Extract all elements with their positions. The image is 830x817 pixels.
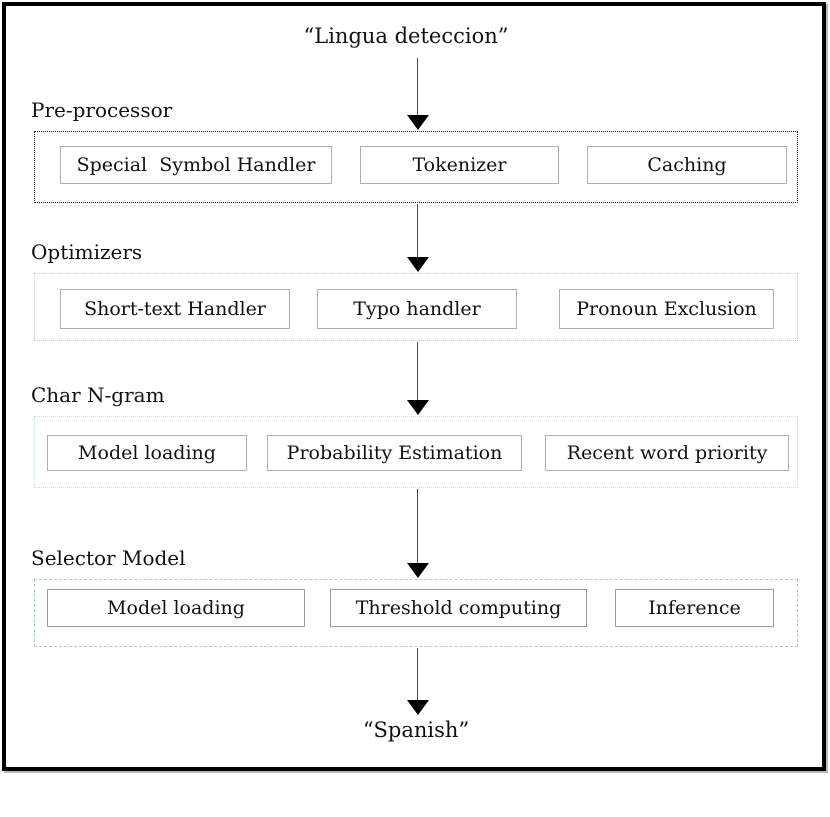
arrow-line bbox=[417, 204, 418, 258]
module-probability-estimation: Probability Estimation bbox=[267, 435, 522, 471]
flow-arrow-1 bbox=[407, 58, 429, 130]
section-label-char-n-gram: Char N-gram bbox=[31, 383, 165, 407]
output-text: “Spanish” bbox=[362, 718, 470, 742]
flow-arrow-3 bbox=[407, 342, 429, 415]
arrow-line bbox=[417, 58, 418, 116]
arrow-line bbox=[417, 342, 418, 401]
module-special-symbol-handler: Special Symbol Handler bbox=[60, 146, 332, 184]
section-label-optimizers: Optimizers bbox=[31, 240, 143, 264]
stage-char-n-gram: Model loading Probability Estimation Rec… bbox=[34, 416, 798, 488]
stage-optimizers: Short-text Handler Typo handler Pronoun … bbox=[34, 273, 798, 341]
module-short-text-handler: Short-text Handler bbox=[60, 289, 290, 329]
arrow-head-icon bbox=[407, 400, 429, 415]
flow-arrow-2 bbox=[407, 204, 429, 272]
module-inference: Inference bbox=[615, 589, 774, 627]
flow-arrow-5 bbox=[407, 648, 429, 715]
module-model-loading: Model loading bbox=[47, 435, 247, 471]
stage-pre-processor: Special Symbol Handler Tokenizer Caching bbox=[34, 131, 798, 203]
arrow-line bbox=[417, 648, 418, 701]
module-caching: Caching bbox=[587, 146, 787, 184]
module-recent-word-priority: Recent word priority bbox=[545, 435, 789, 471]
section-label-selector-model: Selector Model bbox=[31, 546, 186, 570]
arrow-head-icon bbox=[407, 563, 429, 578]
diagram-frame: “Lingua deteccion” Pre-processor Special… bbox=[2, 2, 826, 771]
flow-arrow-4 bbox=[407, 489, 429, 578]
input-text: “Lingua deteccion” bbox=[303, 24, 509, 48]
module-tokenizer: Tokenizer bbox=[360, 146, 559, 184]
module-threshold-computing: Threshold computing bbox=[330, 589, 587, 627]
arrow-head-icon bbox=[407, 115, 429, 130]
module-model-loading-2: Model loading bbox=[47, 589, 305, 627]
stage-selector-model: Model loading Threshold computing Infere… bbox=[34, 579, 798, 647]
arrow-head-icon bbox=[407, 700, 429, 715]
arrow-head-icon bbox=[407, 257, 429, 272]
module-pronoun-exclusion: Pronoun Exclusion bbox=[559, 289, 774, 329]
arrow-line bbox=[417, 489, 418, 564]
section-label-pre-processor: Pre-processor bbox=[31, 98, 173, 122]
module-typo-handler: Typo handler bbox=[317, 289, 517, 329]
